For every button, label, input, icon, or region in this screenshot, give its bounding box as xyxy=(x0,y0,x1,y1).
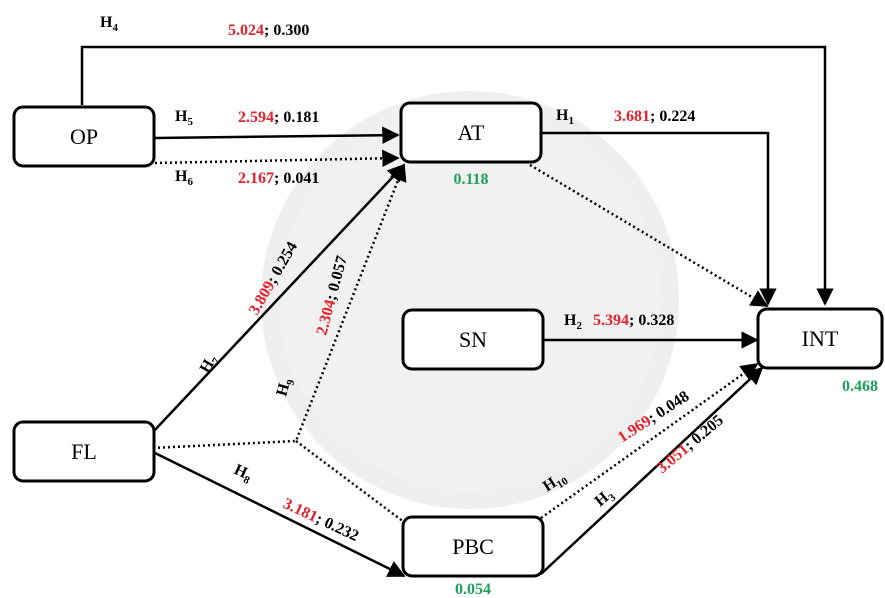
hyp-label-h4: H4 xyxy=(100,14,118,34)
path-h5-line xyxy=(154,126,400,144)
path-value-h3: 3.051; 0.205 xyxy=(654,412,727,477)
r-squared-pbc: 0.054 xyxy=(455,581,491,598)
node-int: INT xyxy=(756,307,884,370)
hyp-label-h9: H9 xyxy=(273,376,297,399)
node-pbc: PBC xyxy=(401,515,545,578)
path-h7-line xyxy=(152,163,406,433)
r-squared-int: 0.468 xyxy=(842,378,878,395)
node-pbc-label: PBC xyxy=(452,534,494,559)
path-h6-line xyxy=(154,149,400,168)
path-h4-line xyxy=(80,45,834,306)
hyp-label-h7: H7 xyxy=(197,352,224,378)
path-value-h1: 3.681; 0.224 xyxy=(614,108,695,125)
hyp-label-h5: H5 xyxy=(175,108,193,128)
path-value-h2: 5.394; 0.328 xyxy=(593,312,674,329)
path-h9-line xyxy=(152,163,407,450)
node-at: AT xyxy=(399,101,543,164)
node-op: OP xyxy=(12,105,156,168)
node-int-label: INT xyxy=(802,326,839,351)
path-value-h4: 5.024; 0.300 xyxy=(228,22,309,39)
node-at-label: AT xyxy=(458,120,485,145)
path-h1-line xyxy=(540,131,777,306)
node-sn-label: SN xyxy=(459,327,487,352)
hyp-label-h2: H2 xyxy=(564,312,582,332)
node-fl-label: FL xyxy=(71,439,97,464)
path-h10-line xyxy=(540,362,759,520)
path-at-int-dotted-line xyxy=(529,163,769,308)
path-h8-line xyxy=(152,450,406,578)
hyp-label-h3: H3 xyxy=(592,485,619,512)
hyp-label-h6: H6 xyxy=(175,168,193,188)
node-fl: FL xyxy=(12,420,156,483)
node-op-label: OP xyxy=(70,124,98,149)
hyp-label-h8: H8 xyxy=(230,461,255,487)
node-sn: SN xyxy=(401,308,545,371)
r-squared-at: 0.118 xyxy=(453,171,488,188)
hyp-label-h1: H1 xyxy=(556,107,574,127)
path-value-h6: 2.167; 0.041 xyxy=(238,170,319,187)
path-h3-line xyxy=(540,366,764,575)
path-value-h5: 2.594; 0.181 xyxy=(238,109,319,126)
